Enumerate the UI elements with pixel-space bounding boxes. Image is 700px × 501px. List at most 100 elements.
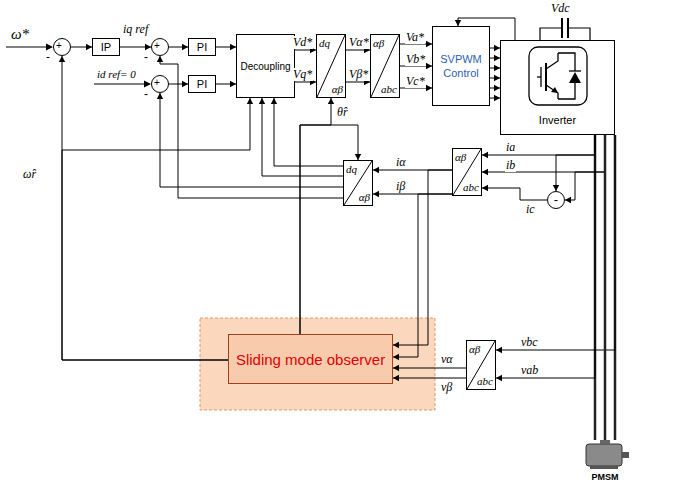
signal-wire <box>490 95 500 101</box>
arrow-head <box>393 342 399 348</box>
signal-wire <box>496 135 615 353</box>
signal-wire <box>271 98 343 166</box>
wire-line <box>496 135 595 378</box>
sign-minus: - <box>144 88 148 100</box>
transform-block: αβabc <box>452 148 482 196</box>
signal-label: ω* <box>10 27 30 43</box>
wire-line <box>62 56 228 360</box>
transform-block: αβabc <box>466 340 496 390</box>
motor-phase-cables <box>595 135 615 440</box>
signal-label: iβ <box>395 180 406 193</box>
inverter-block: Inverter <box>500 40 615 135</box>
arrow-head <box>393 354 399 360</box>
observer-label: Sliding mode observer <box>236 351 385 368</box>
wire-line <box>482 188 547 200</box>
arrow-head <box>482 152 488 158</box>
arrow-head <box>271 98 277 104</box>
signal-wire <box>216 81 236 87</box>
pi-controller: PI <box>188 75 216 93</box>
signal-wire <box>62 98 253 360</box>
signal-label: Vβ* <box>348 68 369 81</box>
frame-label: dq <box>319 37 330 49</box>
arrow-head <box>259 98 265 104</box>
summing-junction: +- <box>151 75 169 93</box>
wire-line <box>393 170 452 345</box>
frame-label: dq <box>346 163 357 175</box>
signal-label: ω̂r <box>22 168 37 181</box>
svpwm-block: SVPWM Control <box>432 26 490 106</box>
wire-line <box>300 98 331 334</box>
wire-line <box>160 93 343 187</box>
wire-line <box>482 135 605 172</box>
arrow-head <box>393 375 399 381</box>
arrow-head <box>144 81 151 88</box>
signal-label: vab <box>520 364 539 377</box>
signal-wire <box>482 185 547 200</box>
signal-label: Vq* <box>292 68 313 81</box>
signal-wire <box>490 85 500 91</box>
arrow-head <box>373 191 379 197</box>
wire-line <box>393 194 452 357</box>
signal-wire <box>169 44 188 50</box>
block-label: IP <box>101 41 111 53</box>
ip-controller: IP <box>92 38 120 56</box>
arrow-head <box>328 98 334 104</box>
arrow-head <box>59 56 65 62</box>
signal-wire <box>565 135 605 203</box>
frame-label: abc <box>381 83 397 95</box>
signal-wire <box>490 45 500 51</box>
signal-label: θ̂r <box>336 106 349 119</box>
signal-wire <box>259 98 343 176</box>
signal-wire <box>490 65 500 71</box>
wire-line <box>496 135 615 350</box>
signal-wire <box>216 44 236 50</box>
arrow-head <box>373 167 379 173</box>
wire-line <box>300 125 358 334</box>
signal-wire <box>496 135 595 381</box>
block-label: Inverter <box>501 114 614 126</box>
signal-label: ib <box>505 159 516 172</box>
signal-label: vβ <box>440 381 453 394</box>
signal-wire <box>393 375 466 381</box>
pmsm-motor: PMSM <box>580 440 630 470</box>
wire-line <box>393 378 466 379</box>
block-label: Decoupling <box>240 61 290 72</box>
signal-label: id ref= 0 <box>96 69 137 81</box>
arrow-head <box>496 347 502 353</box>
signal-label: Vdc <box>550 2 571 15</box>
signal-wire <box>553 135 595 191</box>
arrow-head <box>565 197 571 203</box>
arrow-head <box>247 98 253 104</box>
wire-line <box>62 98 250 360</box>
sign-plus: + <box>154 40 160 52</box>
dc-link-capacitor <box>540 18 590 40</box>
wire-line <box>482 135 595 155</box>
signal-label: Vd* <box>292 36 313 49</box>
frame-label: abc <box>463 181 479 193</box>
signal-label: iα <box>395 156 407 169</box>
signal-label: Vα* <box>348 36 370 49</box>
signal-wire <box>120 44 151 50</box>
arrow-head <box>393 365 399 371</box>
frame-label: αβ <box>359 191 370 203</box>
signal-wire <box>393 170 452 348</box>
arrow-head <box>157 56 163 62</box>
wire-line <box>393 368 466 369</box>
signal-label: Vb* <box>405 53 426 66</box>
motor-drawing <box>580 440 630 470</box>
sign-minus: - <box>548 192 564 207</box>
sign-plus: + <box>154 77 160 89</box>
signal-wire <box>490 55 500 61</box>
signal-wire <box>393 194 452 360</box>
signal-wire <box>59 56 228 360</box>
observer-block: Sliding mode observer <box>228 334 393 384</box>
wire-line <box>565 135 605 200</box>
transform-block: dq αβ <box>343 160 373 206</box>
signal-wire <box>300 125 361 334</box>
decoupling-block: Decoupling <box>236 34 295 98</box>
signal-label: Vc* <box>405 75 426 88</box>
pi-controller: PI <box>188 38 216 56</box>
signal-wire <box>71 44 92 50</box>
reference-inputs <box>6 47 145 84</box>
signal-label: Va* <box>405 31 425 44</box>
